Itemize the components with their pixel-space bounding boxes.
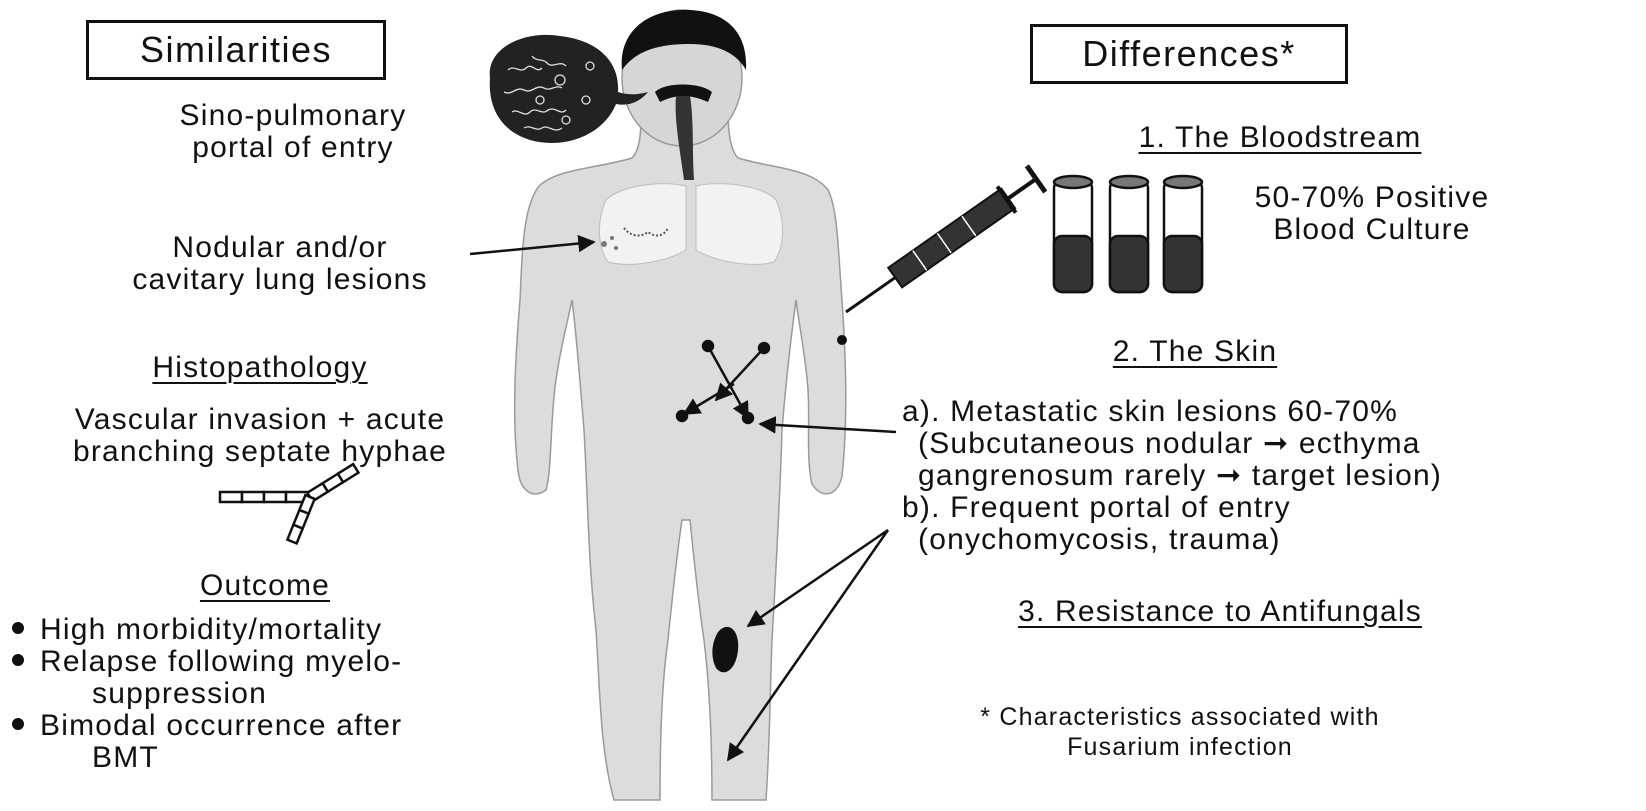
lung-lesions-line-2: cavitary lung lesions (80, 264, 480, 296)
similarities-title-box: Similarities (86, 20, 386, 80)
outcome-item: High morbidity/mortality (12, 614, 402, 646)
skin-heading: 2. The Skin (1070, 336, 1320, 368)
outcome-item-continuation: suppression (12, 678, 402, 710)
footnote: * Characteristics associated with Fusari… (920, 702, 1440, 762)
footnote-line-2: Fusarium infection (920, 732, 1440, 762)
bullet-icon (12, 654, 24, 666)
portal-line-1: Sino-pulmonary (138, 100, 448, 132)
blood-culture-line-2: Blood Culture (1212, 214, 1532, 246)
outcome-heading: Outcome (150, 570, 380, 602)
similarities-title: Similarities (140, 29, 332, 71)
bullet-icon (12, 622, 24, 634)
bullet-icon (12, 718, 24, 730)
blood-culture-label: 50-70% Positive Blood Culture (1212, 182, 1532, 246)
septate-hyphae-icon (220, 464, 358, 543)
blood-culture-line-1: 50-70% Positive (1212, 182, 1532, 214)
differences-title: Differences* (1082, 33, 1295, 75)
blood-culture-tubes (1054, 176, 1202, 292)
histopathology-line-1: Vascular invasion + acute (10, 404, 510, 436)
blood-tube-icon (1164, 176, 1202, 292)
outcome-item: Bimodal occurrence after (12, 710, 402, 742)
outcome-item: Relapse following myelo- (12, 646, 402, 678)
resistance-heading: 3. Resistance to Antifungals (950, 596, 1490, 628)
differences-title-box: Differences* (1030, 24, 1348, 84)
lung-lesions-label: Nodular and/or cavitary lung lesions (80, 232, 480, 296)
histopathology-heading: Histopathology (100, 352, 420, 384)
arrow-right-icon: ➞ (1206, 459, 1251, 492)
outcome-item-continuation: BMT (12, 742, 402, 774)
skin-b-line-1: b). Frequent portal of entry (902, 492, 1442, 524)
skin-b-line-2: (onychomycosis, trauma) (902, 524, 1442, 556)
blood-tube-icon (1110, 176, 1148, 292)
histopathology-text: Vascular invasion + acute branching sept… (10, 404, 510, 468)
skin-item-a: a). Metastatic skin lesions 60-70% (Subc… (902, 396, 1442, 556)
bloodstream-heading: 1. The Bloodstream (1080, 122, 1480, 154)
skin-a-line-1: a). Metastatic skin lesions 60-70% (902, 396, 1442, 428)
histopathology-line-2: branching septate hyphae (10, 436, 510, 468)
footnote-line-1: * Characteristics associated with (920, 702, 1440, 732)
syringe-icon (837, 166, 1045, 325)
skin-a-line-3: gangrenosum rarely ➞ target lesion) (902, 460, 1442, 492)
portal-of-entry-label: Sino-pulmonary portal of entry (138, 100, 448, 164)
blood-tube-icon (1054, 176, 1092, 292)
lung-lesions-line-1: Nodular and/or (80, 232, 480, 264)
portal-line-2: portal of entry (138, 132, 448, 164)
outcome-list: High morbidity/mortality Relapse followi… (12, 614, 402, 774)
skin-a-line-2: (Subcutaneous nodular ➞ ecthyma (902, 428, 1442, 460)
arrow-right-icon: ➞ (1253, 427, 1298, 460)
